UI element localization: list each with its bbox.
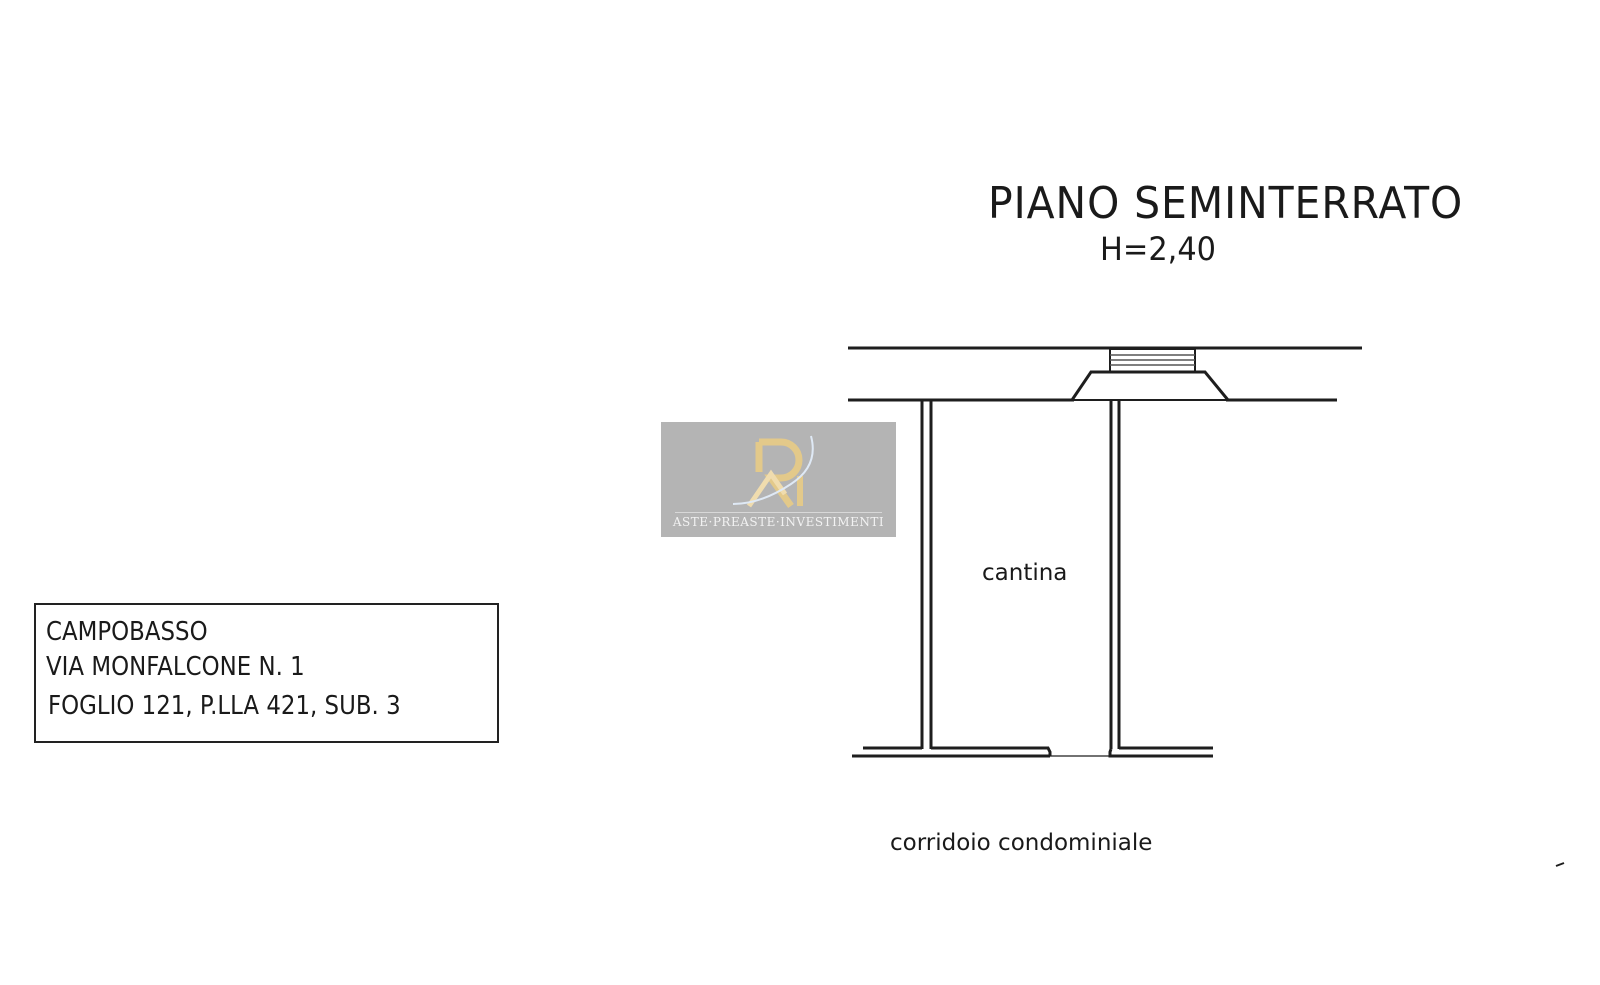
watermark: ASTE·PREASTE·INVESTIMENTI bbox=[661, 422, 896, 537]
plan-title: PIANO SEMINTERRATO bbox=[988, 178, 1464, 229]
room-label-cantina: cantina bbox=[982, 560, 1068, 586]
info-address: VIA MONFALCONE N. 1 bbox=[46, 652, 305, 682]
watermark-logo-icon bbox=[732, 435, 814, 509]
property-info-box: CAMPOBASSO VIA MONFALCONE N. 1 FOGLIO 12… bbox=[34, 603, 499, 743]
window-splay bbox=[1070, 370, 1230, 401]
ceiling-height-label: H=2,40 bbox=[1100, 230, 1217, 268]
room-label-corridor: corridoio condominiale bbox=[890, 830, 1153, 856]
info-cadastral: FOGLIO 121, P.LLA 421, SUB. 3 bbox=[48, 691, 401, 721]
info-city: CAMPOBASSO bbox=[46, 617, 208, 647]
watermark-text: ASTE·PREASTE·INVESTIMENTI bbox=[672, 515, 885, 529]
